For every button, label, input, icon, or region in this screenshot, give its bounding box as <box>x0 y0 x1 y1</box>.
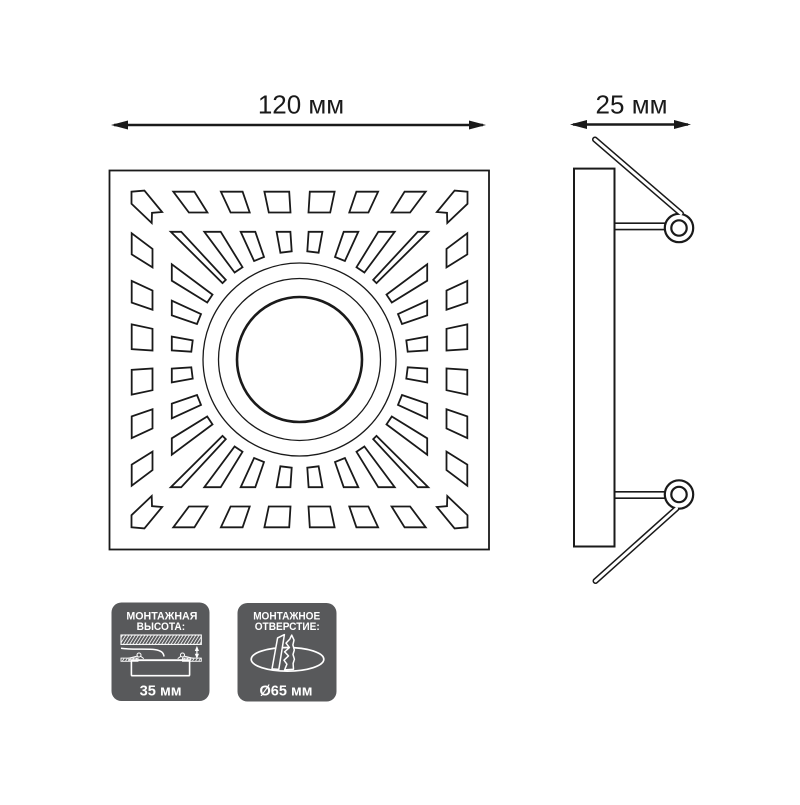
svg-text:МОНТАЖНОЕ: МОНТАЖНОЕ <box>253 610 320 622</box>
svg-text:МОНТАЖНАЯ: МОНТАЖНАЯ <box>126 610 197 622</box>
svg-text:120 мм: 120 мм <box>258 90 344 120</box>
svg-text:35 мм: 35 мм <box>140 683 182 700</box>
svg-text:ВЫСОТА:: ВЫСОТА: <box>137 621 186 633</box>
svg-text:ОТВЕРСТИЕ:: ОТВЕРСТИЕ: <box>255 621 320 633</box>
svg-text:25 мм: 25 мм <box>596 90 668 120</box>
svg-text:Ø65 мм: Ø65 мм <box>260 683 313 700</box>
